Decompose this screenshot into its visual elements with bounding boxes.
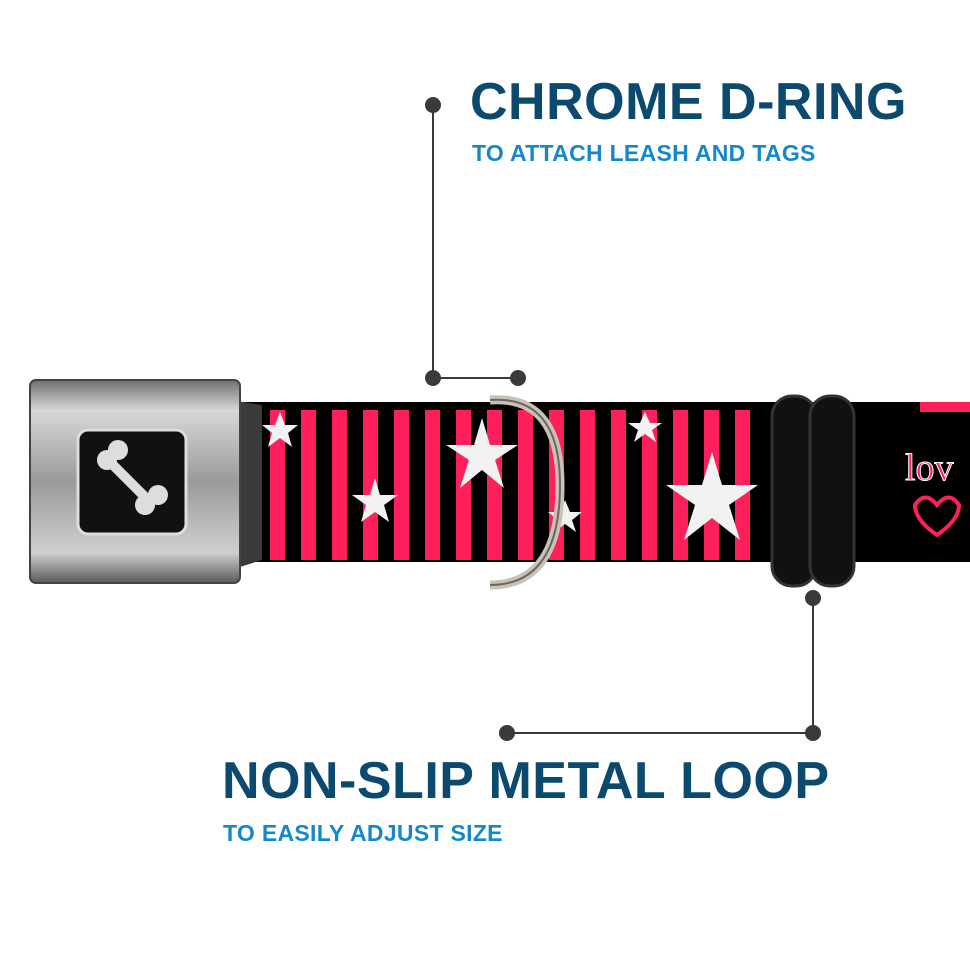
collar-strap: lov [240, 402, 970, 562]
stripe [487, 410, 502, 560]
pattern-text: lov [905, 447, 954, 489]
d-ring-title: CHROME D-RING [470, 73, 907, 131]
stripe [363, 410, 378, 560]
loop-subtitle: TO EASILY ADJUST SIZE [223, 820, 503, 846]
stripe [270, 410, 285, 560]
leader-line-d-ring [425, 97, 526, 386]
stripe [642, 410, 657, 560]
stripe [611, 410, 626, 560]
stripe [580, 410, 595, 560]
bone-icon [97, 440, 168, 515]
stripe [425, 410, 440, 560]
loop-title: NON-SLIP METAL LOOP [222, 752, 830, 810]
leader-line-loop [499, 590, 821, 741]
stripe [518, 410, 533, 560]
stripe [301, 410, 316, 560]
stripe [332, 410, 347, 560]
stripe [394, 410, 409, 560]
star-pattern [262, 412, 758, 540]
metal-loop[interactable] [770, 394, 856, 588]
seatbelt-buckle[interactable] [29, 379, 262, 584]
d-ring-subtitle: TO ATTACH LEASH AND TAGS [472, 140, 816, 166]
